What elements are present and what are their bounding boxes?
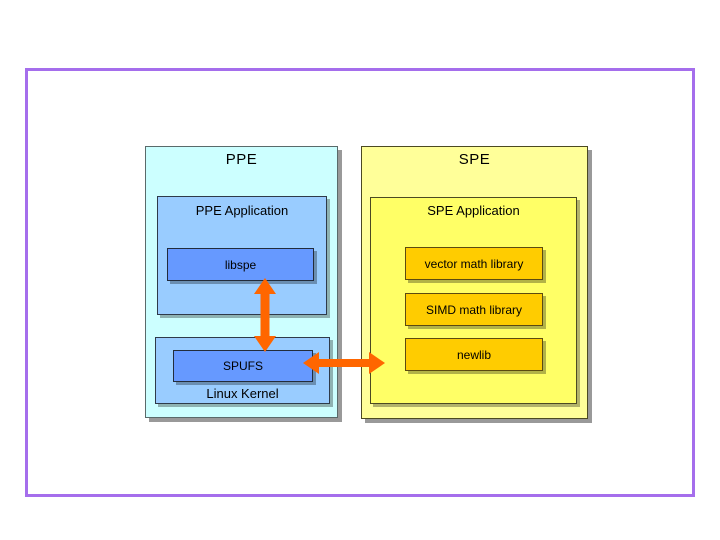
simd-math-library-label: SIMD math library	[425, 302, 523, 317]
vector-math-library-box: vector math library	[405, 247, 543, 280]
libspe-label: libspe	[224, 257, 257, 272]
newlib-box: newlib	[405, 338, 543, 371]
spufs-box: SPUFS	[173, 350, 313, 382]
ppe-application-title: PPE Application	[195, 203, 289, 218]
spufs-label: SPUFS	[222, 359, 263, 373]
libspe-box: libspe	[167, 248, 314, 281]
simd-math-library-box: SIMD math library	[405, 293, 543, 326]
vector-math-library-label: vector math library	[424, 256, 524, 271]
spe-application-title: SPE Application	[427, 203, 520, 218]
ppe-title: PPE	[225, 151, 258, 168]
linux-kernel-label: Linux Kernel	[206, 386, 279, 401]
newlib-label: newlib	[456, 347, 492, 362]
spe-title: SPE	[458, 151, 491, 168]
slide-border-frame	[25, 68, 695, 497]
